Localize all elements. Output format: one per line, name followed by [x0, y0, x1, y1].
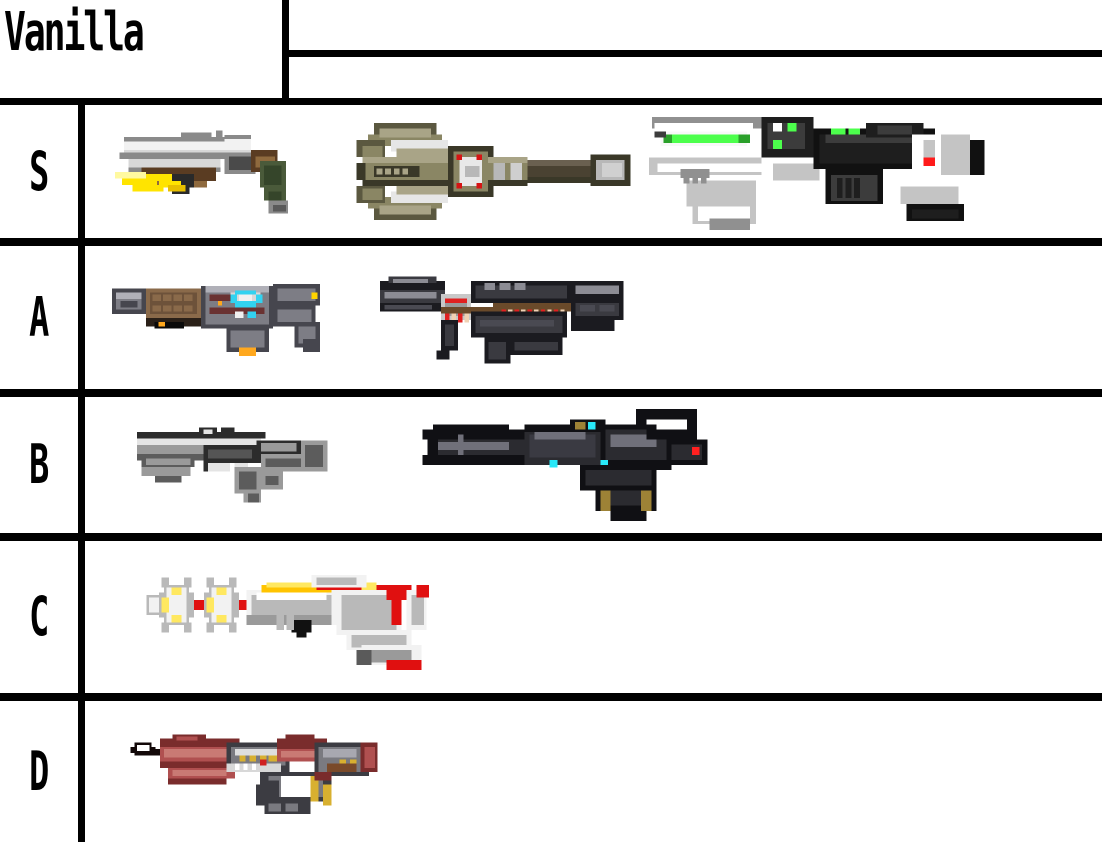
cyan-core-assault-rifle-sprite: [112, 283, 320, 356]
tier-row-a: A: [0, 246, 1102, 389]
grey-pump-shotgun-sprite: [137, 427, 328, 503]
combat-shotgun-sprite: [115, 129, 289, 214]
top-border-rule: [289, 50, 1102, 57]
tier-items-a: [85, 246, 1102, 389]
row-separator: [0, 238, 1102, 246]
tier-label: S: [28, 139, 50, 203]
olive-crossbow-launcher-sprite: [356, 123, 631, 220]
tier-label-cell-s[interactable]: S: [0, 105, 78, 238]
tier-label: D: [28, 739, 50, 803]
tier-item-crimson-heavy-rifle[interactable]: [107, 726, 405, 818]
header-bottom-rule: [0, 98, 1102, 105]
tier-row-s: S: [0, 105, 1102, 238]
tier-row-d: D: [0, 701, 1102, 842]
row-separator: [0, 533, 1102, 541]
header-vertical-divider: [282, 0, 289, 105]
page-title: Vanilla: [4, 1, 145, 64]
white-energy-rifle-sprite: [648, 116, 985, 230]
tier-items-b: [85, 397, 1102, 533]
row-separator: [0, 389, 1102, 397]
tier-items-c: [85, 541, 1102, 693]
tier-label: C: [28, 585, 50, 648]
black-sniper-rifle-sprite: [422, 409, 708, 521]
tier-label: B: [28, 433, 50, 496]
tier-item-white-energy-rifle[interactable]: [646, 97, 993, 247]
tier-item-black-sniper-rifle[interactable]: [415, 404, 725, 526]
tier-column-divider: [78, 98, 85, 842]
tier-items-s: [85, 105, 1102, 238]
tier-item-cyan-core-assault-rifle[interactable]: [112, 270, 324, 366]
tier-item-olive-crossbow-launcher[interactable]: [351, 109, 636, 234]
belt-fed-machine-gun-sprite: [380, 276, 624, 364]
header-box: Vanilla: [0, 0, 282, 98]
row-separator: [0, 693, 1102, 701]
tier-row-c: C: [0, 541, 1102, 693]
crimson-heavy-rifle-sprite: [130, 733, 378, 814]
tier-item-white-gold-plasma-rifle[interactable]: [119, 560, 469, 675]
tier-label: A: [28, 285, 50, 349]
tier-items-d: [85, 701, 1102, 842]
tier-label-cell-c[interactable]: C: [0, 541, 78, 693]
tier-item-grey-pump-shotgun[interactable]: [132, 423, 337, 507]
tier-label-cell-b[interactable]: B: [0, 397, 78, 533]
white-gold-plasma-rifle-sprite: [146, 574, 429, 670]
tier-label-cell-d[interactable]: D: [0, 701, 78, 842]
tier-item-belt-fed-machine-gun[interactable]: [380, 268, 632, 368]
tier-item-combat-shotgun[interactable]: [97, 126, 313, 218]
tier-row-b: B: [0, 397, 1102, 533]
tier-label-cell-a[interactable]: A: [0, 246, 78, 389]
